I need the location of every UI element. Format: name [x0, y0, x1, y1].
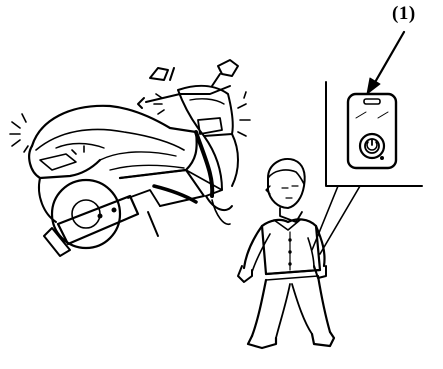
callout-arrow-icon	[367, 32, 404, 94]
person-walking-icon	[238, 159, 334, 348]
scooter-icon	[29, 60, 238, 256]
callout-label: (1)	[392, 3, 416, 25]
smart-key-fob-icon	[348, 94, 396, 168]
